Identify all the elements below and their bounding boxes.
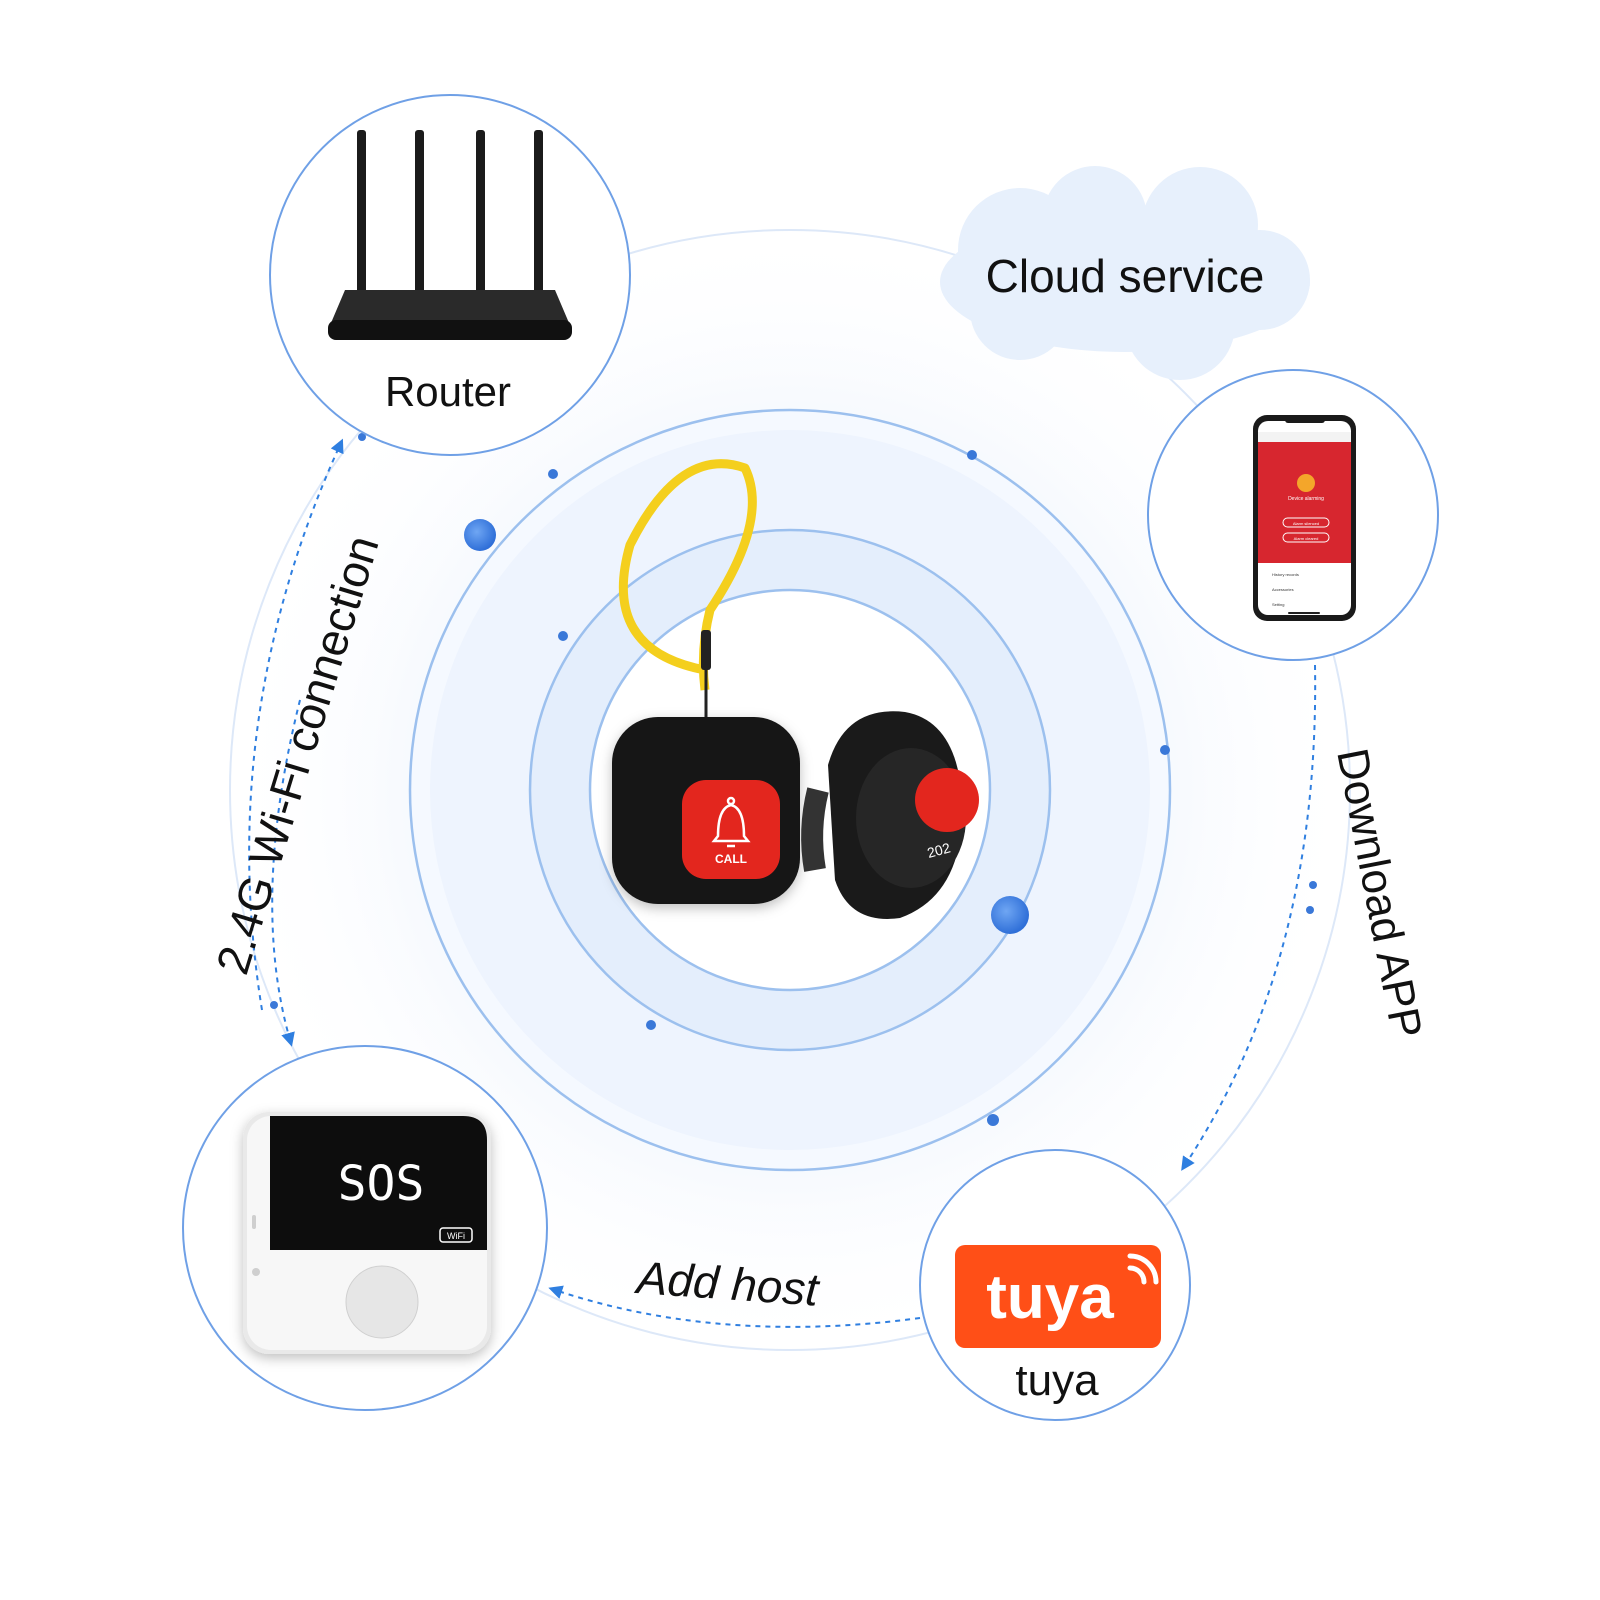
orbit-dot	[991, 896, 1029, 934]
lanyard	[618, 459, 757, 691]
host-wifi-badge: WiFi	[447, 1231, 465, 1241]
orbit-dot	[558, 631, 568, 641]
orbit-dot	[464, 519, 496, 551]
tuya-label: tuya	[1015, 1356, 1099, 1405]
phone-button-2: Alarm cleared	[1294, 536, 1319, 541]
download-arrow	[1181, 664, 1317, 1171]
cloud-label: Cloud service	[986, 250, 1265, 302]
host-display: SOS	[338, 1156, 425, 1212]
phone-button-1: Alarm silenced	[1293, 521, 1319, 526]
orbit-dot	[967, 450, 977, 460]
outer-orbit	[229, 229, 1351, 1351]
add-host-arrow	[548, 1285, 921, 1328]
tuya-logo-text: tuya	[986, 1263, 1114, 1332]
tuya-node: tuya tuya	[919, 1149, 1191, 1421]
orbit-dot	[1160, 745, 1170, 755]
orbit-dot	[1306, 906, 1314, 914]
orbit-dots	[270, 433, 1317, 1126]
orbit-dot	[548, 469, 558, 479]
phone-list-1: History records	[1272, 572, 1299, 577]
orbit-dot	[1309, 881, 1317, 889]
tuya-logo-icon: tuya	[955, 1245, 1161, 1348]
phone-node: Device alarming Alarm silenced Alarm cle…	[1147, 369, 1439, 661]
wristband-icon: 202	[801, 711, 979, 919]
host-node: SOS WiFi	[182, 1045, 548, 1411]
cloud-icon	[940, 166, 1310, 380]
phone-list-2: Accessories	[1272, 587, 1294, 592]
orbit-dot	[270, 1001, 278, 1009]
phone-list-3: Setting	[1272, 602, 1284, 607]
center-devices: CALL 202	[612, 459, 979, 919]
phone-status: Device alarming	[1288, 496, 1324, 502]
wifi-arrow-up	[248, 438, 344, 1011]
connection-arrows	[248, 438, 1317, 1328]
orbit-dot	[987, 1114, 999, 1126]
cloud-node: Cloud service	[940, 166, 1310, 380]
router-label: Router	[385, 368, 511, 415]
call-button-icon: CALL	[612, 717, 800, 904]
add-host-label: Add host	[632, 1251, 822, 1316]
call-label: CALL	[715, 852, 747, 866]
wristband-number: 202	[925, 839, 952, 861]
orbit-dot	[358, 433, 366, 441]
wifi-arrow-down	[271, 699, 301, 1047]
orbit-dot	[646, 1020, 656, 1030]
bell-icon	[711, 796, 751, 848]
router-icon	[328, 130, 572, 340]
host-device-icon: SOS WiFi	[243, 1112, 491, 1354]
router-node: Router	[269, 94, 631, 456]
speaker-grille	[345, 1265, 419, 1339]
phone-icon: Device alarming Alarm silenced Alarm cle…	[1253, 415, 1356, 621]
